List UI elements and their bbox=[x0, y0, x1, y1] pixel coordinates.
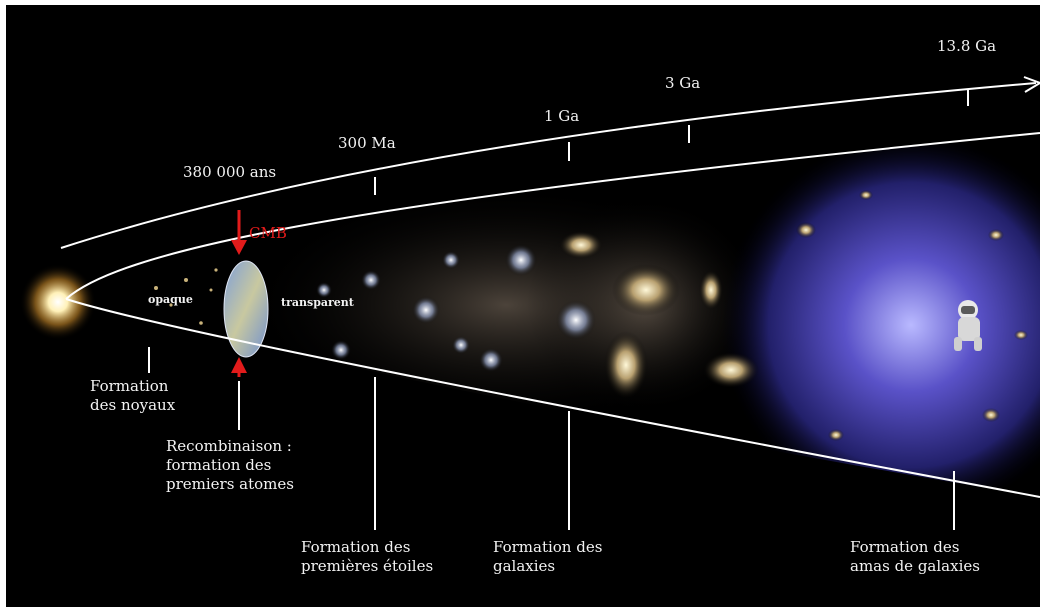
cosmic-evolution-cone bbox=[154, 135, 1040, 497]
epoch-formation-noyaux: Formation des noyaux bbox=[90, 377, 176, 414]
transparent-label: transparent bbox=[281, 296, 354, 309]
nuclei-dots bbox=[154, 268, 218, 349]
cmb-surface bbox=[223, 260, 269, 358]
galaxy-field bbox=[316, 190, 1028, 441]
cone-lower-edge bbox=[65, 298, 1040, 498]
cmb-label: CMB bbox=[249, 224, 287, 242]
big-bang-glow bbox=[20, 264, 96, 340]
cone-upper-edge bbox=[65, 132, 1040, 300]
astronaut-figure bbox=[954, 300, 982, 351]
axis-label-300ma: 300 Ma bbox=[338, 134, 396, 152]
time-axis bbox=[60, 82, 1037, 249]
cmb-arrows bbox=[231, 210, 247, 377]
epoch-premieres-etoiles: Formation des premières étoiles bbox=[301, 538, 434, 575]
time-axis-arrowhead bbox=[1023, 76, 1040, 93]
epoch-amas-galaxies: Formation des amas de galaxies bbox=[850, 538, 980, 575]
axis-label-13-8ga: 13.8 Ga bbox=[937, 37, 997, 55]
opaque-label: opaque bbox=[148, 293, 193, 306]
axis-label-1ga: 1 Ga bbox=[544, 107, 580, 125]
timeline-illustration bbox=[20, 76, 1040, 530]
time-axis-ticks bbox=[374, 89, 969, 195]
axis-label-3ga: 3 Ga bbox=[665, 74, 701, 92]
epoch-leaders bbox=[148, 347, 955, 530]
universe-timeline-diagram: 380 000 ans 300 Ma 1 Ga 3 Ga 13.8 Ga CMB… bbox=[6, 5, 1040, 607]
epoch-galaxies: Formation des galaxies bbox=[493, 538, 603, 575]
epoch-recombinaison: Recombinaison : formation des premiers a… bbox=[166, 437, 294, 493]
axis-label-380000ans: 380 000 ans bbox=[183, 163, 277, 181]
